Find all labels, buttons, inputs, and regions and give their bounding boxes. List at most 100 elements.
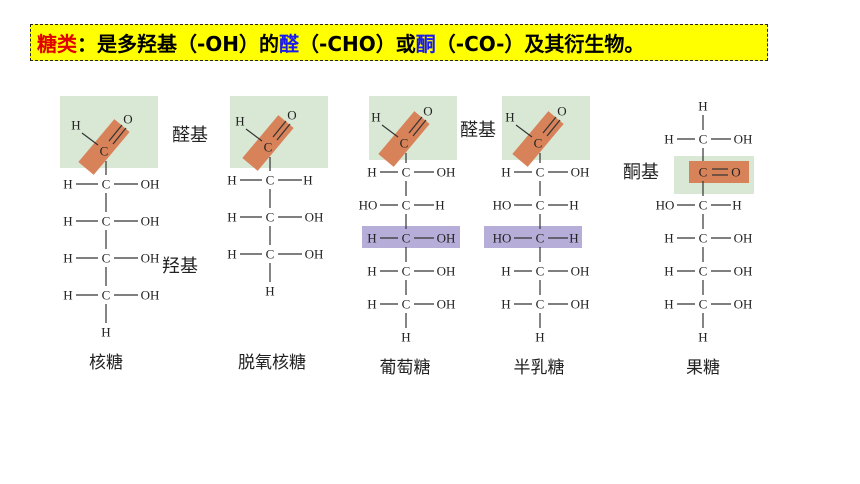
mol3-carbonyl-band [512,111,564,167]
molecule-name-galactose: 半乳糖 [514,358,565,378]
molecule-name-deoxyribose: 脱氧核糖 [238,353,306,373]
mol1-bond-co-2 [276,123,291,141]
molecule-name-fructose: 果糖 [686,358,720,378]
mol2-carbon-2: C [402,231,411,246]
mol0-carbonyl-band [78,119,130,175]
mol4-ketone-c: C [699,165,708,180]
mol4-ketone-highlight [689,161,749,183]
mol3-hydroxyl-highlight [484,226,582,248]
mol1-left-0: H [227,173,236,188]
mol3-bond-h-c [515,124,533,138]
mol0-left-1: H [63,214,72,229]
mol1-bottom-h: H [265,284,274,299]
mol4-carbon-3: C [699,231,708,246]
mol1-left-1: H [227,210,236,225]
mol3-carbon-3: C [536,264,545,279]
mol2-bond-h-c [381,124,399,138]
mol4-left-0: H [664,132,673,147]
ketone-group-label: 酮基 [623,162,659,183]
mol0-bond-co-2 [112,127,127,145]
mol3-left-2: HO [493,231,512,246]
banner-colon: ： [77,32,97,56]
mol1-carbon-1: C [266,210,275,225]
mol2-aldehyde-c: C [400,136,409,151]
mol3-left-3: H [501,264,510,279]
mol2-carbonyl-band [378,111,430,167]
mol2-right-2: OH [437,231,456,246]
mol3-right-3: OH [571,264,590,279]
aldehyde-group-label-2: 醛基 [460,120,496,141]
mol1-right-2: OH [305,247,324,262]
mol2-right-3: OH [437,264,456,279]
mol1-carbon-0: C [266,173,275,188]
banner-term: 糖类 [37,32,77,56]
mol2-bottom-h: H [401,330,410,345]
mol2-aldehyde-o: O [423,104,432,119]
banner-text-3: （-CO-）及其衍生物。 [435,32,645,56]
mol2-aldehyde-h: H [371,110,380,125]
mol2-left-1: HO [359,198,378,213]
mol4-left-3: H [664,231,673,246]
mol1-right-1: OH [305,210,324,225]
mol0-aldehyde-o: O [123,112,132,127]
mol0-carbon-0: C [102,177,111,192]
mol4-right-3: OH [734,231,753,246]
mol3-left-4: H [501,297,510,312]
mol2-right-1: H [435,198,444,213]
mol0-right-0: OH [141,177,160,192]
mol2-bond-co-2 [412,119,427,137]
mol1-left-2: H [227,247,236,262]
mol2-left-4: H [367,297,376,312]
mol4-carbon-2: C [699,198,708,213]
hydroxyl-group-label: 羟基 [162,256,198,277]
mol2-right-4: OH [437,297,456,312]
molecule-name-glucose: 葡萄糖 [380,358,431,378]
mol1-right-0: H [303,173,312,188]
mol1-aldehyde-h: H [235,114,244,129]
aldehyde-group-label-1: 醛基 [172,125,208,146]
mol1-bond-co-1 [272,120,287,138]
mol2-left-2: H [367,231,376,246]
mol0-aldehyde-h: H [71,118,80,133]
mol3-right-1: H [569,198,578,213]
mol3-right-2: H [569,231,578,246]
mol3-carbon-4: C [536,297,545,312]
mol3-aldehyde-c: C [534,136,543,151]
mol0-carbon-1: C [102,214,111,229]
mol3-bond-co-2 [546,119,561,137]
mol2-bond-co-1 [408,116,423,134]
mol2-right-0: OH [437,165,456,180]
mol1-aldehyde-o: O [287,108,296,123]
mol3-left-1: HO [493,198,512,213]
mol4-carbon-4: C [699,264,708,279]
mol3-carbon-0: C [536,165,545,180]
mol3-bottom-h: H [535,330,544,345]
mol4-left-4: H [664,264,673,279]
mol0-right-3: OH [141,288,160,303]
mol4-right-4: OH [734,264,753,279]
mol4-ketone-o: O [731,165,740,180]
mol4-top-h: H [698,99,707,114]
mol3-right-4: OH [571,297,590,312]
mol1-bond-h-c [245,128,263,142]
mol3-bond-co-1 [542,116,557,134]
mol0-bond-h-c [81,132,99,146]
mol1-carbon-2: C [266,247,275,262]
mol0-right-2: OH [141,251,160,266]
mol4-carbon-0: C [699,132,708,147]
banner-ketone: 酮 [415,32,436,56]
mol0-left-3: H [63,288,72,303]
banner-text-1: 是多羟基（-OH）的 [97,32,280,56]
mol0-left-2: H [63,251,72,266]
mol3-aldehyde-h: H [505,110,514,125]
mol2-carbon-3: C [402,264,411,279]
mol4-left-5: H [664,297,673,312]
mol4-right-2: H [732,198,741,213]
mol2-carbon-0: C [402,165,411,180]
mol2-left-3: H [367,264,376,279]
mol0-bond-co-1 [108,124,123,142]
mol4-bottom-h: H [698,330,707,345]
mol4-right-0: OH [734,132,753,147]
